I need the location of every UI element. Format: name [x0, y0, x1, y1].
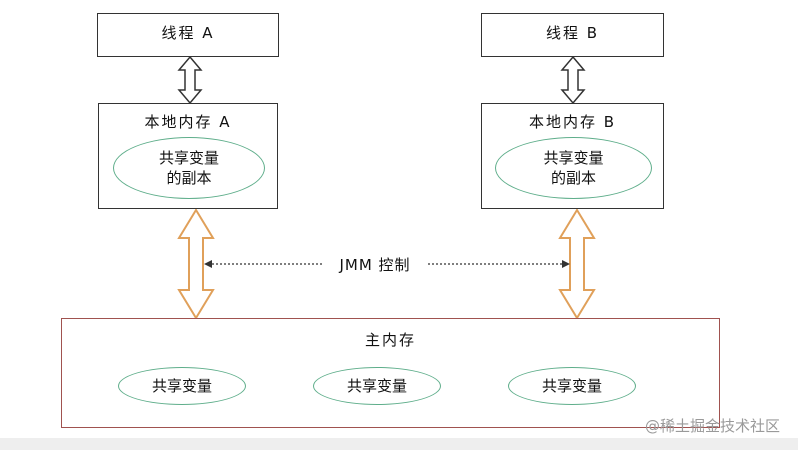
main-variable-1-label: 共享变量	[151, 376, 212, 395]
jmm-arrowhead-left	[204, 260, 212, 268]
main-memory-box: 主内存 共享变量 共享变量 共享变量	[61, 318, 720, 428]
local-memory-b-box: 本地内存 B 共享变量 的副本	[481, 103, 664, 209]
local-memory-a-box: 本地内存 A 共享变量 的副本	[98, 103, 278, 209]
main-variable-3-label: 共享变量	[541, 376, 602, 395]
local-memory-b-label: 本地内存 B	[528, 113, 617, 131]
thread-a-box: 线程 A	[97, 13, 279, 57]
thread-b-box: 线程 B	[481, 13, 664, 57]
main-variable-2: 共享变量	[313, 367, 441, 405]
main-variable-2-label: 共享变量	[346, 376, 407, 395]
local-b-copy-line1: 共享变量	[543, 149, 604, 167]
watermark: @稀土掘金技术社区	[644, 417, 780, 435]
main-memory-label: 主内存	[364, 331, 416, 349]
main-variable-1: 共享变量	[118, 367, 246, 405]
thread-a-local-a-arrow	[177, 55, 203, 105]
thread-b-local-b-arrow	[560, 55, 586, 105]
thread-a-label: 线程 A	[161, 24, 215, 42]
local-a-copy-line1: 共享变量	[158, 149, 219, 167]
jmm-control-label: JMM 控制	[322, 253, 428, 277]
thread-b-label: 线程 B	[545, 24, 600, 42]
local-a-copy-ellipse: 共享变量 的副本	[113, 137, 265, 199]
footer-bar	[0, 438, 798, 450]
local-a-copy-line2: 的副本	[166, 169, 212, 187]
main-variable-3: 共享变量	[508, 367, 636, 405]
local-b-copy-line2: 的副本	[550, 169, 596, 187]
jmm-arrowhead-right	[562, 260, 570, 268]
local-b-copy-ellipse: 共享变量 的副本	[495, 137, 652, 199]
local-memory-a-label: 本地内存 A	[144, 113, 232, 131]
